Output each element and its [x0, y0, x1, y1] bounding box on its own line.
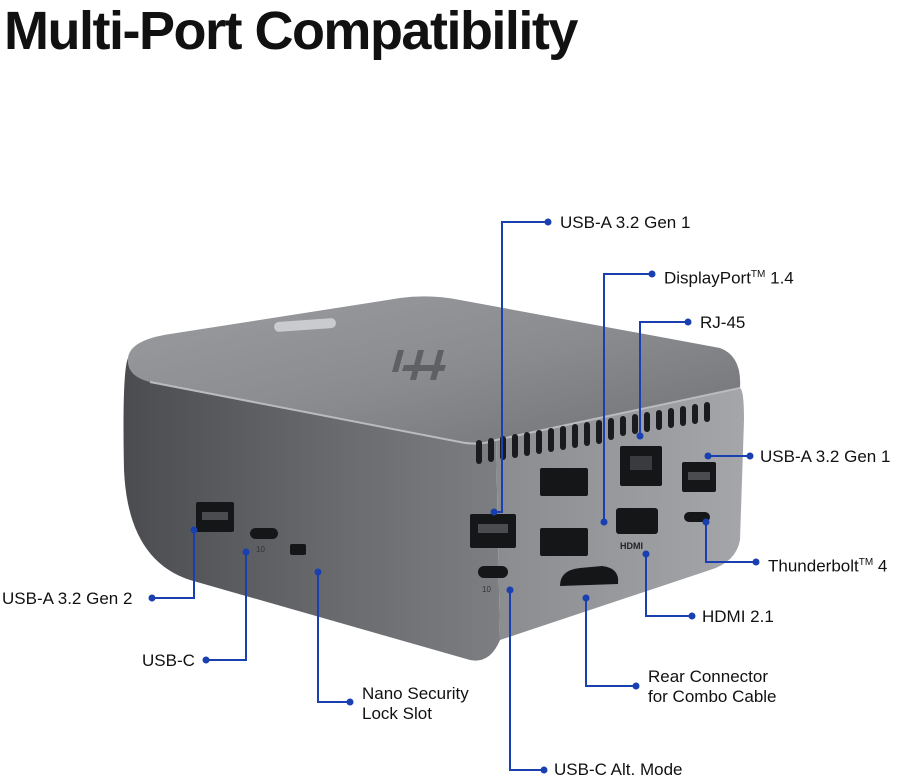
front-ports [196, 502, 306, 555]
line-thunderbolt [705, 522, 756, 563]
nano-lock-line1: Nano Security [362, 684, 469, 703]
label-usba-gen2: USB-A 3.2 Gen 2 [2, 589, 133, 608]
displayport-name: DisplayPort [664, 268, 751, 288]
rear-ports [470, 446, 716, 586]
usbc-alt-port [478, 566, 508, 578]
line-nano-lock [317, 572, 350, 703]
label-rear-connector: Rear Connector for Combo Cable [648, 667, 777, 707]
line-usbc-alt [509, 590, 544, 771]
label-nano-lock: Nano Security Lock Slot [362, 684, 469, 724]
label-usbc-alt: USB-C Alt. Mode [554, 760, 683, 779]
thunderbolt-version: 4 [877, 556, 888, 576]
rear-vent-grille [476, 402, 710, 464]
line-usbc-front [206, 552, 247, 661]
rear-connector-line1: Rear Connector [648, 667, 769, 686]
speed-10-marking-rear: 10 [482, 585, 491, 594]
callout-dots [148, 218, 760, 774]
label-rj45: RJ-45 [700, 313, 746, 332]
label-usbc-front: USB-C [142, 651, 195, 670]
label-thunderbolt: ThunderboltTM 4 [768, 553, 887, 577]
hp-logo-icon [392, 350, 446, 380]
line-displayport [603, 273, 652, 522]
displayport-port-bottom [540, 528, 588, 556]
displayport-port-top [540, 468, 588, 496]
status-light-bar [274, 318, 336, 332]
nano-lock-line2: Lock Slot [362, 704, 432, 723]
thunderbolt-tm: TM [858, 557, 874, 568]
thunderbolt-port [684, 512, 710, 522]
displayport-version: 1.4 [770, 268, 794, 288]
usbc-front-port [250, 528, 278, 539]
label-displayport: DisplayPortTM 1.4 [664, 265, 794, 289]
label-usba-right: USB-A 3.2 Gen 1 [760, 447, 891, 466]
line-usba-top [494, 221, 548, 513]
callout-lines [152, 221, 756, 771]
line-hdmi [645, 554, 692, 617]
line-usba-gen2 [152, 530, 195, 599]
label-usba-top: USB-A 3.2 Gen 1 [560, 213, 691, 232]
line-rj45 [639, 321, 688, 436]
speed-10-marking-front: 10 [256, 545, 265, 554]
hdmi-port [616, 508, 658, 534]
line-rear-connector [585, 598, 636, 687]
rear-combo-connector [560, 566, 619, 586]
label-hdmi: HDMI 2.1 [702, 607, 774, 626]
hdmi-logo-text: HDMI [620, 541, 643, 551]
displayport-tm: TM [750, 269, 766, 280]
rear-connector-line2: for Combo Cable [648, 687, 777, 706]
page-title: Multi-Port Compatibility [4, 1, 578, 61]
lock-slot [290, 544, 306, 555]
dock-left-face [123, 358, 500, 661]
thunderbolt-name: Thunderbolt [768, 556, 859, 576]
